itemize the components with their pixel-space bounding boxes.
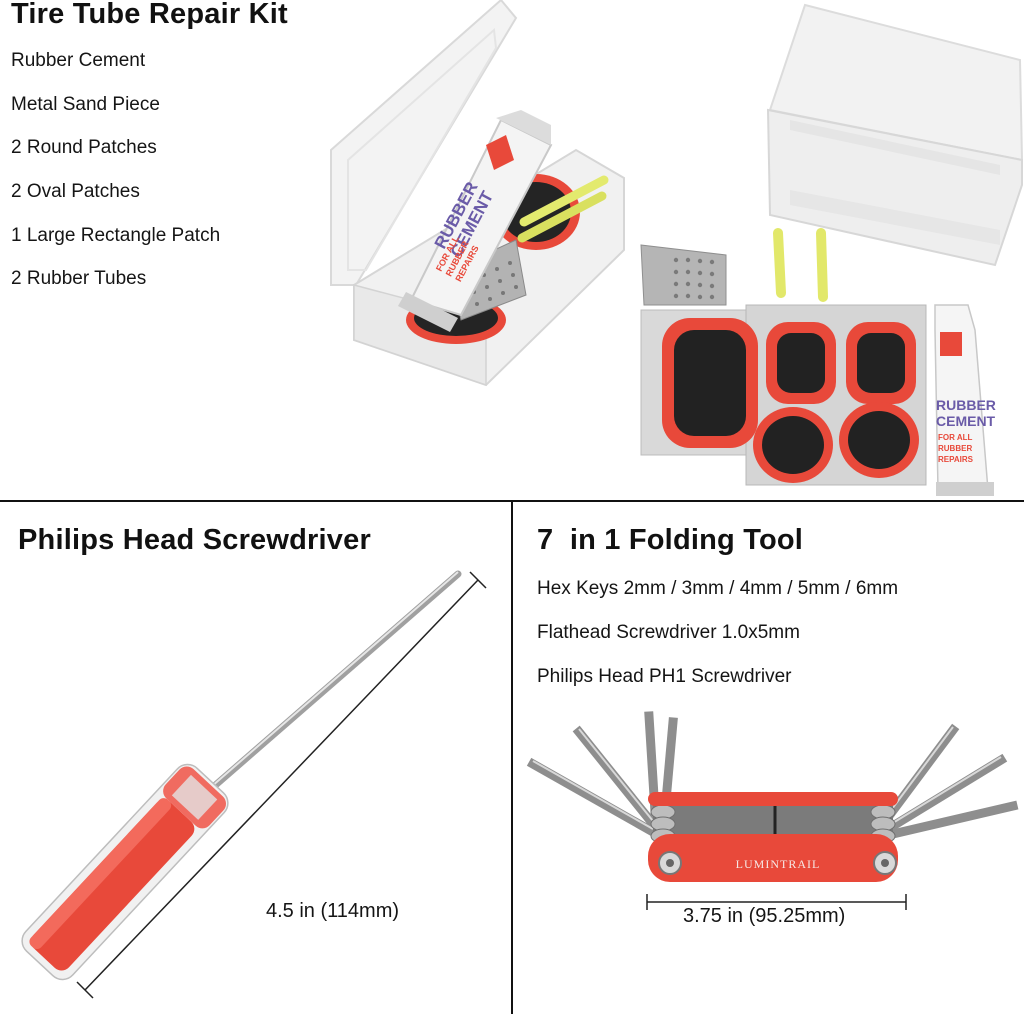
lumintrail-logo: LUMINTRAIL (736, 857, 821, 871)
kit-item-rubber-tubes: 2 Rubber Tubes (11, 268, 147, 289)
vertical-divider (511, 500, 513, 1014)
screwdriver-image (21, 570, 487, 999)
folding-tool-image: LUMINTRAIL (526, 711, 1019, 910)
screwdriver-length-label: 4.5 in (114mm) (266, 900, 400, 922)
tire-tube-repair-kit-panel: Tire Tube Repair Kit Rubber Cement Metal… (0, 0, 1024, 502)
metal-sand-piece-image (640, 244, 727, 306)
folding-tool-length-label: 3.75 in (95.25mm) (683, 905, 846, 927)
screwdriver-title: Philips Head Screwdriver (18, 524, 371, 556)
kit-item-metal-sand-piece: Metal Sand Piece (11, 94, 160, 115)
tool-item-hex-keys: Hex Keys 2mm / 3mm / 4mm / 5mm / 6mm (537, 578, 899, 599)
tool-item-flathead: Flathead Screwdriver 1.0x5mm (537, 622, 800, 643)
folding-tool-title: 7 in 1 Folding Tool (537, 524, 804, 556)
rubber-cement-tube-image: RUBBER CEMENT FOR ALL RUBBER REPAIRS (934, 304, 1000, 496)
folding-tool-panel: 7 in 1 Folding Tool Hex Keys 2mm / 3mm /… (513, 502, 1024, 1014)
kit-item-rectangle-patch: 1 Large Rectangle Patch (11, 225, 221, 246)
kit-item-round-patches: 2 Round Patches (11, 137, 157, 158)
loose-tube-label-main: RUBBER CEMENT (936, 397, 1000, 429)
tool-item-philips: Philips Head PH1 Screwdriver (537, 666, 792, 687)
patches-image (640, 304, 927, 486)
closed-box-image (766, 3, 1024, 267)
kit-item-rubber-cement: Rubber Cement (11, 50, 146, 71)
loose-tube-label-sub: FOR ALL RUBBER REPAIRS (938, 433, 974, 464)
screwdriver-panel: Philips Head Screwdriver 4.5 in (114mm) (0, 502, 513, 1014)
repair-kit-box-image: RUBBER CEMENT FOR ALL RUBBER REPAIRS (330, 0, 625, 387)
tire-kit-title: Tire Tube Repair Kit (11, 0, 288, 30)
rubber-tubes-image (773, 228, 828, 302)
kit-item-oval-patches: 2 Oval Patches (11, 181, 140, 202)
